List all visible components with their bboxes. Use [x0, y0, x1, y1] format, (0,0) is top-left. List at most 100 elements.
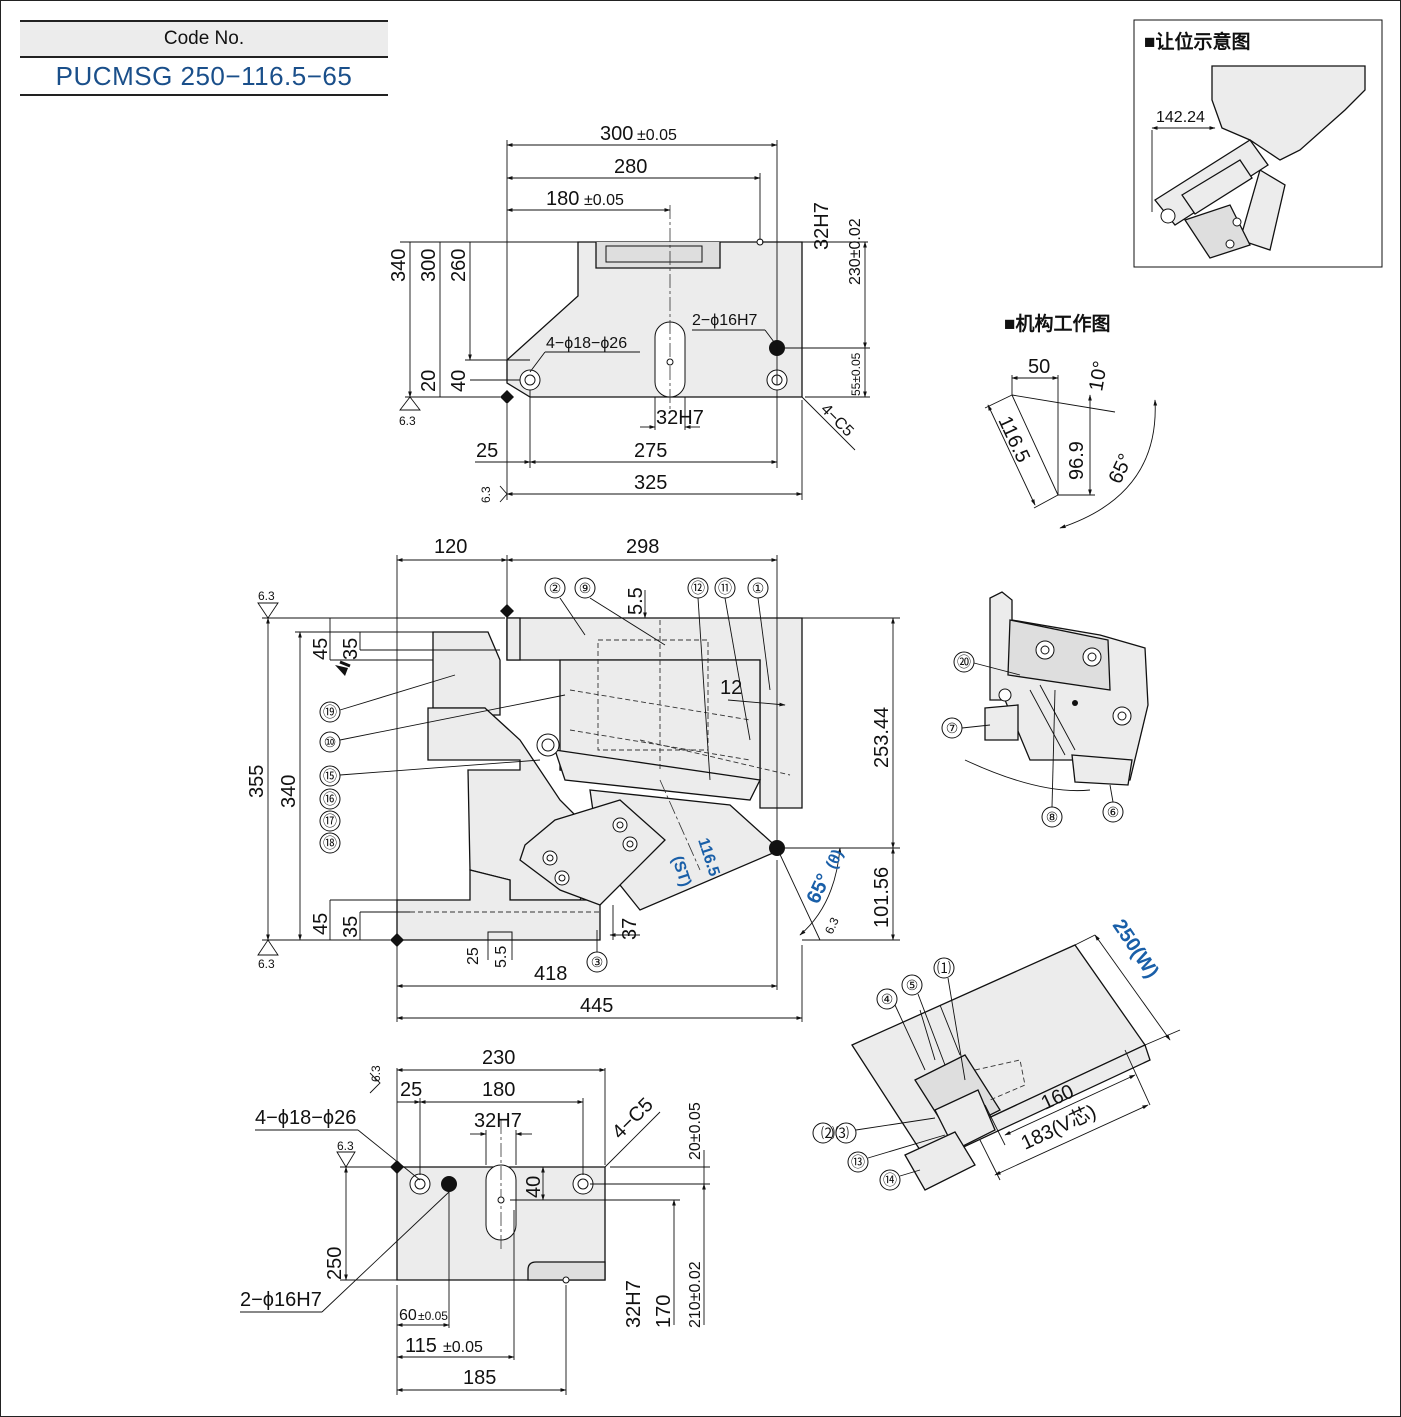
top-holes-2-label: 2−ϕ16H7: [692, 312, 758, 329]
callout-8: ⑧: [1041, 689, 1063, 828]
front-angle: 65°: [803, 870, 836, 907]
front-dim-253: 253.44: [871, 707, 893, 768]
mech-116: 116.5: [993, 413, 1033, 466]
svg-text:⑵⑶: ⑵⑶: [821, 1125, 849, 1141]
svg-text:③: ③: [591, 954, 604, 970]
mech-50: 50: [1028, 356, 1050, 378]
bottom-dim-210: 210±0.02: [687, 1261, 704, 1328]
callout-17: ⑰: [319, 810, 341, 832]
roughness-front-top: 6.3: [258, 589, 275, 603]
callout-16: ⑯: [319, 788, 341, 810]
svg-text:⑩: ⑩: [324, 734, 337, 750]
svg-text:⑫: ⑫: [691, 580, 705, 596]
callout-5: ⑤: [901, 974, 946, 1066]
roughness-front-bot: 6.3: [258, 957, 275, 971]
svg-text:⑯: ⑯: [323, 791, 337, 807]
top-view: 300 ±0.05 280 180 ±0.05 340 300 260 20 4…: [388, 123, 870, 503]
svg-text:⑮: ⑮: [323, 768, 337, 784]
callout-1: ①: [747, 577, 771, 691]
side-width: 250(W): [1108, 915, 1163, 982]
svg-text:⑰: ⑰: [323, 813, 337, 829]
bottom-dim-170: 170: [653, 1295, 675, 1328]
bottom-dim-25: 25: [400, 1079, 422, 1101]
front-dim-298: 298: [626, 536, 659, 558]
callout-15: ⑮: [319, 759, 541, 787]
svg-text:⑬: ⑬: [851, 1154, 865, 1170]
svg-text:⑤: ⑤: [906, 977, 919, 993]
roughness-bottom-top: 6.3: [369, 1065, 383, 1082]
bottom-slot-v: 32H7: [623, 1280, 645, 1328]
front-dim-25: 25: [465, 947, 482, 965]
svg-text:①: ①: [752, 580, 765, 596]
front-dim-45-top: 45: [310, 638, 332, 660]
front-wedge-left: [432, 631, 501, 716]
top-view-plate: [506, 241, 803, 398]
front-dim-445: 445: [580, 995, 613, 1017]
callout-7: ⑦: [941, 717, 991, 739]
dim-20: 20: [418, 370, 440, 392]
svg-text:⑪: ⑪: [718, 580, 732, 596]
dim-55: 55±0.05: [849, 352, 863, 396]
bottom-dowel-hole: [441, 1176, 457, 1192]
front-dim-35-top: 35: [340, 638, 362, 660]
svg-text:⑲: ⑲: [323, 704, 337, 720]
dim-32h7-bottom: 32H7: [656, 407, 704, 429]
clearance-title: ■让位示意图: [1144, 30, 1250, 53]
dim-40: 40: [448, 370, 470, 392]
dim-340-top: 340: [388, 249, 410, 282]
bottom-dim-230: 230: [482, 1047, 515, 1069]
mechanism-diagram: ■机构工作图 50 10° 96.9 116.5 65°: [984, 312, 1158, 529]
callout-14: ⑭: [879, 1169, 921, 1191]
callout-2: ②: [544, 577, 586, 636]
callout-18: ⑱: [319, 832, 341, 854]
svg-text:⑦: ⑦: [946, 720, 959, 736]
dim-25: 25: [476, 440, 498, 462]
svg-text:⑧: ⑧: [1046, 809, 1059, 825]
callout-4: ④: [876, 988, 926, 1071]
detail-view: ⑳ ⑦ ⑧ ⑥: [941, 591, 1149, 828]
code-number-box: Code No. PUCMSG 250−116.5−65: [20, 20, 388, 96]
clearance-diagram: ■让位示意图 142.24: [1133, 19, 1383, 268]
dim-280: 280: [614, 156, 647, 178]
dim-180: 180: [546, 188, 579, 210]
callout-19: ⑲: [319, 674, 456, 723]
bottom-holes-4-label: 4−ϕ18−ϕ26: [255, 1107, 356, 1129]
svg-text:⑭: ⑭: [883, 1172, 897, 1188]
mech-10: 10°: [1085, 359, 1112, 393]
bottom-holes-2-label: 2−ϕ16H7: [240, 1289, 322, 1311]
dim-300-tol: ±0.05: [637, 127, 677, 144]
dim-32h7-right: 32H7: [811, 202, 833, 250]
callout-20: ⑳: [953, 651, 1021, 676]
front-dim-355: 355: [246, 765, 268, 798]
bottom-slot-label: 32H7: [474, 1110, 522, 1132]
front-theta: (θ): [823, 847, 847, 872]
callout-21: ⑴: [933, 957, 966, 1081]
callout-9: ⑨: [574, 577, 666, 646]
roughness-front-angle: 6.3: [822, 915, 842, 936]
front-base-bottom: [396, 869, 601, 941]
dim-180-tol: ±0.05: [584, 192, 624, 209]
svg-text:⑥: ⑥: [1107, 804, 1120, 820]
bottom-view: 230 25 180 32H7 6.3 4−ϕ18−ϕ26 6.3 4−C5 2…: [240, 1047, 710, 1395]
svg-text:⑴: ⑴: [937, 960, 951, 976]
mechanism-title: ■机构工作图: [1004, 312, 1110, 335]
side-view: 250(W) 160 183(V芯) ④ ⑤ ⑴ ⑵⑶ ⑬ ⑭: [812, 915, 1181, 1191]
mech-96: 96.9: [1066, 441, 1088, 480]
front-dim-5-5-bot: 5.5: [493, 946, 510, 968]
bottom-dim-185: 185: [463, 1367, 496, 1389]
svg-text:⑳: ⑳: [957, 654, 971, 670]
code-header: Code No.: [20, 20, 388, 58]
clearance-dim: 142.24: [1156, 109, 1205, 126]
front-dim-101: 101.56: [871, 867, 893, 928]
dim-325: 325: [634, 472, 667, 494]
callout-6: ⑥: [1102, 784, 1124, 823]
code-value: PUCMSG 250−116.5−65: [20, 58, 388, 96]
front-dim-35-bot: 35: [340, 916, 362, 938]
callout-11: ⑪: [714, 577, 751, 741]
bottom-dim-115-tol: ±0.05: [443, 1339, 483, 1356]
dim-230: 230±0.02: [847, 218, 864, 285]
top-chamfer: 4−C5: [817, 401, 856, 440]
front-cam-holder: [554, 749, 761, 801]
svg-text:④: ④: [881, 991, 894, 1007]
svg-text:⑱: ⑱: [323, 835, 337, 851]
